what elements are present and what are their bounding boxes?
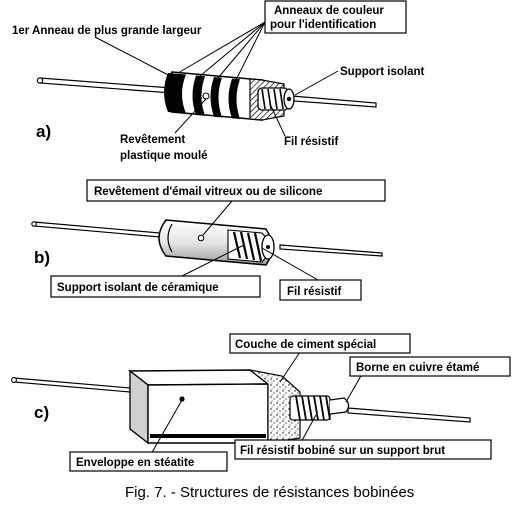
label-box-color-rings	[264, 0, 407, 34]
label-box-ceramic	[50, 275, 261, 298]
label-color-rings-line2: pour l'identification	[270, 19, 376, 31]
section-letter-c: c)	[34, 403, 49, 422]
label-enamel-coating: Revêtement d'émail vitreux ou de silicon…	[94, 186, 322, 198]
label-coating-line2: plastique moulé	[120, 150, 208, 162]
lead-right-b	[279, 244, 383, 257]
color-ring-4	[228, 78, 240, 119]
resistor-body-b	[158, 219, 275, 266]
label-support-isolant: Support isolant	[340, 66, 425, 78]
label-envelope: Enveloppe en stéatite	[76, 457, 194, 469]
panel-b: Revêtement d'émail vitreux ou de silicon…	[31, 179, 386, 301]
label-box-terminal	[349, 356, 511, 377]
lead-right-c	[347, 407, 471, 423]
color-ring-3	[210, 77, 222, 118]
label-wound-wire: Fil résistif bobiné sur un support brut	[240, 445, 445, 457]
label-box-cement	[229, 333, 411, 354]
panel-c: Couche de ciment spécial Borne en cuivre…	[11, 333, 511, 472]
label-box-enamel	[86, 179, 386, 202]
resistor-body-c	[127, 369, 350, 445]
section-letter-b: b)	[34, 248, 50, 267]
label-wire-a: Fil résistif	[284, 136, 338, 148]
label-ceramic-support: Support isolant de céramique	[57, 282, 219, 294]
label-cement-layer: Couche de ciment spécial	[235, 339, 376, 351]
lead-left-c	[11, 377, 131, 393]
resistor-body-a	[164, 71, 295, 121]
envelope-top	[127, 369, 271, 386]
label-color-rings-line1: Anneaux de couleur	[274, 5, 384, 17]
label-first-ring: 1er Anneau de plus grande largeur	[12, 25, 202, 37]
label-box-wound-wire	[234, 439, 492, 460]
label-terminal: Borne en cuivre étamé	[356, 362, 479, 374]
cement-layer	[249, 369, 301, 444]
figure-caption: Fig. 7. - Structures de résistances bobi…	[125, 484, 414, 501]
first-ring	[164, 73, 186, 114]
label-box-wire-b	[279, 279, 362, 301]
leader-lines-c	[149, 351, 363, 457]
label-wire-b: Fil résistif	[287, 286, 341, 298]
label-coating-line1: Revêtement	[120, 134, 185, 146]
color-ring-2	[192, 75, 205, 116]
leader-lines-a	[94, 21, 339, 137]
label-box-envelope	[69, 451, 228, 472]
panel-a: 1er Anneau de plus grande largeur Anneau…	[12, 0, 425, 162]
section-letter-a: a)	[36, 122, 51, 141]
lead-left-b	[31, 221, 161, 238]
lead-left-a	[36, 77, 173, 94]
